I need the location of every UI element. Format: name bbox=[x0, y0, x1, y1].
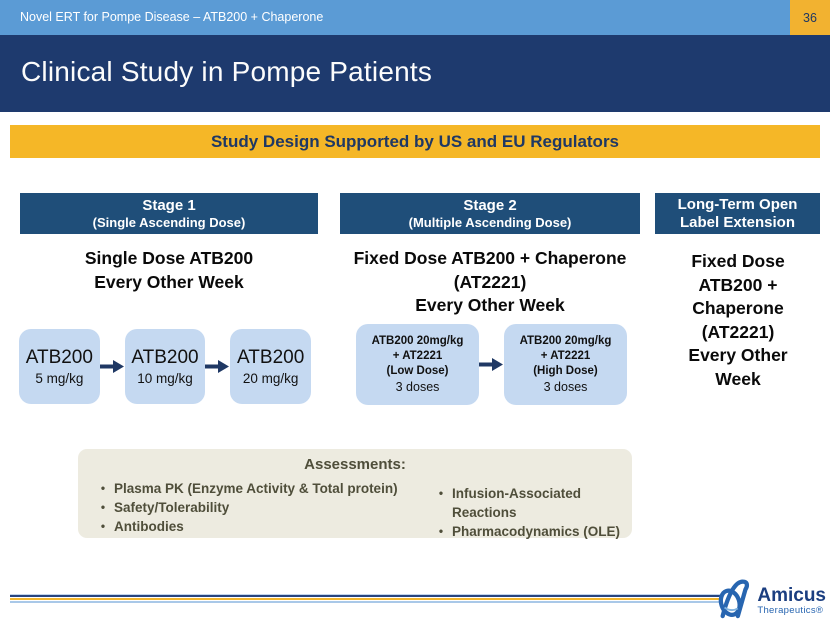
top-bar: Novel ERT for Pompe Disease – ATB200 + C… bbox=[0, 0, 830, 35]
stage1-header-title: Stage 1 bbox=[142, 197, 196, 214]
stage2-subtitle: Fixed Dose ATB200 + Chaperone (AT2221) E… bbox=[353, 248, 627, 315]
longterm-header: Long-Term Open Label Extension bbox=[655, 193, 820, 234]
stage1-header: Stage 1 (Single Ascending Dose) bbox=[20, 193, 318, 234]
list-item: • Infusion-Associated Reactions bbox=[430, 484, 630, 522]
stage1-flow: ATB200 5 mg/kg ATB200 10 mg/kg ATB200 20… bbox=[19, 329, 312, 404]
page-number: 36 bbox=[790, 0, 830, 35]
amicus-logo-icon bbox=[716, 576, 754, 623]
list-item-label: Pharmacodynamics (OLE) bbox=[452, 524, 621, 539]
dose-box-label: ATB200 20mg/kg + AT2221 (High Dose) bbox=[519, 334, 612, 377]
assessments-left-column: • Plasma PK (Enzyme Activity & Total pro… bbox=[92, 479, 442, 536]
list-item: • Plasma PK (Enzyme Activity & Total pro… bbox=[92, 479, 442, 498]
dose-box-doses: 3 doses bbox=[395, 379, 440, 394]
dose-box-name: ATB200 bbox=[25, 347, 93, 368]
bullet-icon: • bbox=[438, 524, 444, 538]
list-item-label: Safety/Tolerability bbox=[114, 500, 230, 515]
bullet-icon: • bbox=[438, 486, 444, 500]
dose-box: ATB200 20 mg/kg bbox=[230, 329, 312, 404]
assessments-title: Assessments: bbox=[304, 456, 406, 473]
list-item: • Antibodies bbox=[92, 517, 442, 536]
list-item-label: Antibodies bbox=[114, 519, 184, 534]
stage2-header-title: Stage 2 bbox=[463, 197, 517, 214]
amicus-logo: Amicus Therapeutics® bbox=[716, 576, 826, 623]
brand-subtitle: Therapeutics® bbox=[757, 604, 824, 616]
stage2-flow: ATB200 20mg/kg + AT2221 (Low Dose) 3 dos… bbox=[356, 324, 627, 405]
page-title: Clinical Study in Pompe Patients bbox=[21, 56, 433, 87]
regulators-banner-text: Study Design Supported by US and EU Regu… bbox=[210, 131, 620, 151]
dose-box-name: ATB200 bbox=[131, 347, 199, 368]
stage1-header-subtitle: (Single Ascending Dose) bbox=[92, 215, 246, 230]
dose-box: ATB200 20mg/kg + AT2221 (High Dose) 3 do… bbox=[504, 324, 627, 405]
longterm-header-title: Long-Term Open Label Extension bbox=[677, 195, 798, 231]
longterm-body: Fixed Dose ATB200 + Chaperone (AT2221) E… bbox=[688, 251, 788, 389]
deck-title: Novel ERT for Pompe Disease – ATB200 + C… bbox=[20, 10, 324, 24]
stage2-header: Stage 2 (Multiple Ascending Dose) bbox=[340, 193, 640, 234]
stage2-header-subtitle: (Multiple Ascending Dose) bbox=[408, 215, 572, 230]
bullet-icon: • bbox=[100, 519, 106, 533]
list-item-label: Plasma PK (Enzyme Activity & Total prote… bbox=[114, 481, 398, 496]
title-band: Clinical Study in Pompe Patients bbox=[0, 35, 830, 112]
amicus-logo-text: Amicus Therapeutics® bbox=[757, 586, 826, 616]
dose-box: ATB200 5 mg/kg bbox=[19, 329, 100, 404]
dose-box: ATB200 20mg/kg + AT2221 (Low Dose) 3 dos… bbox=[356, 324, 479, 405]
arrow-right-icon bbox=[205, 359, 230, 374]
dose-box-doses: 3 doses bbox=[543, 379, 588, 394]
arrow-right-icon bbox=[99, 359, 125, 374]
dose-box-dose: 10 mg/kg bbox=[137, 371, 193, 386]
footer-divider bbox=[10, 594, 720, 603]
dose-box-label: ATB200 20mg/kg + AT2221 (Low Dose) bbox=[371, 334, 464, 377]
list-item-label: Infusion-Associated Reactions bbox=[452, 486, 582, 520]
list-item: • Safety/Tolerability bbox=[92, 498, 442, 517]
dose-box: ATB200 10 mg/kg bbox=[124, 329, 206, 404]
brand-name: Amicus bbox=[757, 584, 826, 606]
dose-box-dose: 20 mg/kg bbox=[242, 371, 299, 386]
bullet-icon: • bbox=[100, 500, 106, 514]
arrow-right-icon bbox=[479, 357, 504, 372]
assessments-panel: Assessments: • Plasma PK (Enzyme Activit… bbox=[78, 449, 632, 541]
dose-box-dose: 5 mg/kg bbox=[35, 371, 84, 386]
stage1-subtitle: Single Dose ATB200 Every Other Week bbox=[84, 248, 254, 292]
assessments-right-column: • Infusion-Associated Reactions • Pharma… bbox=[430, 484, 630, 541]
bullet-icon: • bbox=[100, 481, 106, 495]
regulators-banner: Study Design Supported by US and EU Regu… bbox=[10, 125, 820, 158]
dose-box-name: ATB200 bbox=[237, 347, 305, 368]
list-item: • Pharmacodynamics (OLE) bbox=[430, 522, 630, 541]
